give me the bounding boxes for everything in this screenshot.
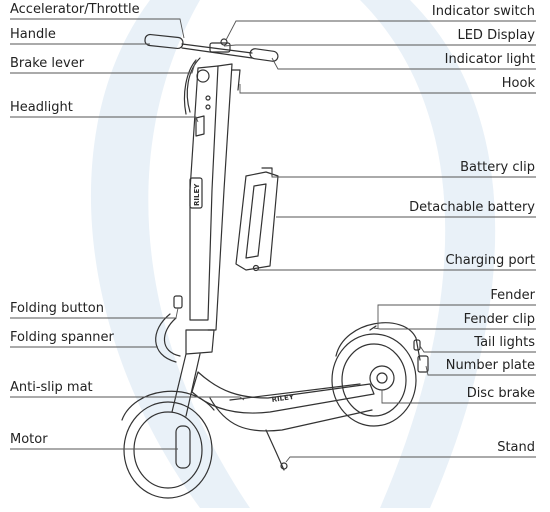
folding-mechanism	[155, 295, 215, 363]
label-led-display: LED Display	[457, 28, 535, 43]
right-grip	[249, 48, 279, 62]
leader-line	[381, 390, 536, 404]
label-detachable-battery: Detachable battery	[409, 200, 535, 215]
folding-button	[173, 295, 183, 309]
disc-brake	[369, 365, 395, 391]
handlebar	[144, 33, 279, 115]
leader-line	[10, 18, 185, 39]
leader-line	[419, 345, 536, 353]
label-headlight: Headlight	[10, 100, 73, 115]
rear-fender	[335, 322, 421, 361]
left-grip	[144, 33, 184, 50]
label-handle: Handle	[10, 27, 56, 42]
label-motor: Motor	[10, 432, 48, 447]
label-folding-spanner: Folding spanner	[10, 330, 114, 345]
leader-lines	[10, 18, 536, 463]
folding-spanner	[155, 313, 177, 363]
label-brake-lever: Brake lever	[10, 56, 85, 71]
label-indicator-switch: Indicator switch	[431, 4, 535, 19]
background-swoosh	[360, 0, 496, 508]
leader-line	[10, 396, 245, 401]
leader-line	[10, 59, 197, 74]
leader-line	[10, 307, 179, 319]
label-accelerator-throttle: Accelerator/Throttle	[10, 2, 140, 17]
leader-line	[285, 456, 536, 463]
stem-text: RILEY	[193, 183, 201, 206]
motor-hub	[175, 425, 191, 469]
label-stand: Stand	[497, 440, 535, 455]
leader-line	[225, 20, 536, 41]
leader-line	[271, 57, 536, 70]
brake-lever	[186, 57, 201, 113]
leader-line	[271, 170, 536, 178]
leader-line	[10, 116, 199, 123]
leader-line	[425, 365, 536, 376]
bell	[196, 69, 210, 83]
leader-line	[239, 84, 536, 94]
indicator-switch	[220, 38, 228, 46]
number-plate	[417, 355, 429, 373]
charging-port	[252, 264, 260, 272]
front-wheel	[121, 390, 215, 499]
label-battery-clip: Battery clip	[460, 160, 535, 175]
leader-line	[377, 304, 536, 328]
rear-wheel	[331, 322, 429, 427]
detachable-battery	[235, 167, 279, 272]
hook	[231, 69, 241, 91]
label-fender: Fender	[490, 288, 535, 303]
label-disc-brake: Disc brake	[466, 386, 535, 401]
led-display	[209, 42, 231, 53]
label-fender-clip: Fender clip	[463, 312, 535, 327]
deck-text: RILEY	[271, 393, 295, 404]
headlight	[195, 115, 205, 137]
fender-clip	[369, 325, 377, 331]
label-indicator-light: Indicator light	[444, 52, 535, 67]
deck	[191, 371, 375, 471]
anti-slip-mat	[229, 383, 361, 401]
tail-lights	[413, 339, 421, 351]
label-hook: Hook	[501, 76, 535, 91]
label-folding-button: Folding button	[10, 301, 104, 316]
label-number-plate: Number plate	[445, 358, 535, 373]
label-tail-lights: Tail lights	[474, 335, 535, 350]
background-swoosh	[90, 0, 251, 508]
stem-text-box	[189, 177, 203, 209]
leader-line	[373, 327, 536, 330]
label-anti-slip-mat: Anti-slip mat	[10, 380, 93, 395]
leader-line	[223, 44, 536, 47]
label-charging-port: Charging port	[445, 253, 535, 268]
